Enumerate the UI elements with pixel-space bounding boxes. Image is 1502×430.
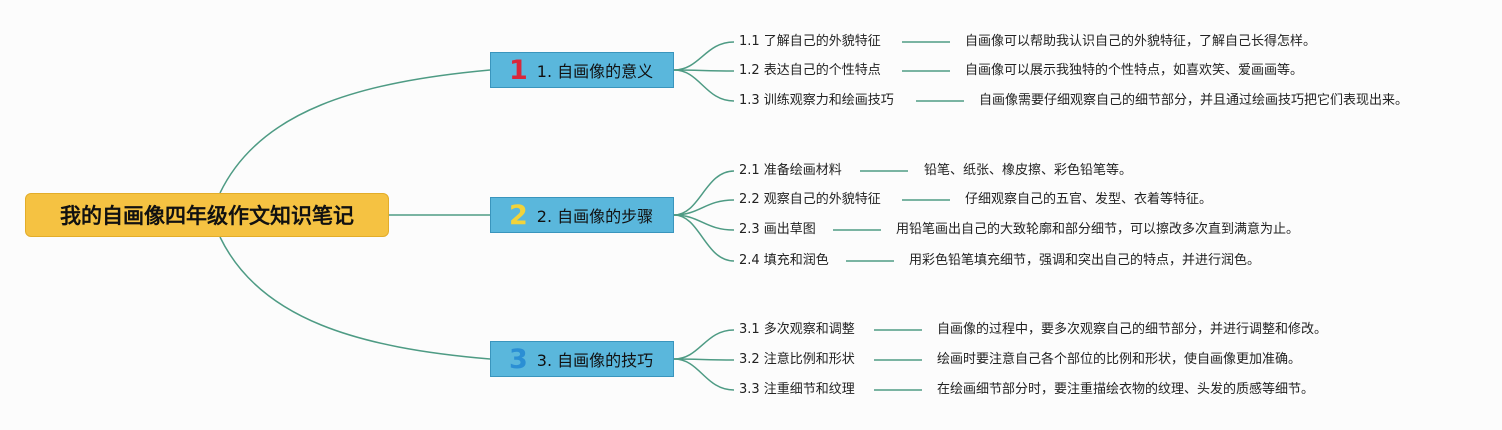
root-title: 我的自画像四年级作文知识笔记	[60, 204, 354, 228]
branch-1-to-leaf-1	[673, 41, 735, 71]
root-to-branch-1	[219, 69, 491, 194]
note-2-2[interactable]: 仔细观察自己的五官、发型、衣着等特征。	[965, 192, 1213, 207]
branch-1-to-leaf-3	[673, 69, 735, 102]
note-1-3[interactable]: 自画像需要仔细观察自己的细节部分，并且通过绘画技巧把它们表现出来。	[979, 93, 1409, 108]
branch-3-to-leaf-1	[673, 329, 735, 360]
subtopic-2-4[interactable]: 2.4 填充和润色	[739, 253, 829, 268]
subtopic-3-1[interactable]: 3.1 多次观察和调整	[739, 322, 855, 337]
branch-techniques[interactable]: 3 3. 自画像的技巧	[490, 341, 674, 377]
note-3-1[interactable]: 自画像的过程中，要多次观察自己的细节部分，并进行调整和修改。	[937, 322, 1328, 337]
root-topic[interactable]: 我的自画像四年级作文知识笔记	[25, 193, 389, 237]
subtopic-1-1[interactable]: 1.1 了解自己的外貌特征	[739, 34, 881, 49]
subtopic-1-3[interactable]: 1.3 训练观察力和绘画技巧	[739, 93, 894, 108]
subtopic-3-2[interactable]: 3.2 注意比例和形状	[739, 352, 855, 367]
branch-3-to-leaf-3	[673, 358, 735, 391]
branch-label: 3. 自画像的技巧	[536, 351, 654, 370]
note-2-4[interactable]: 用彩色铅笔填充细节，强调和突出自己的特点，并进行润色。	[909, 253, 1261, 268]
branch-label: 2. 自画像的步骤	[536, 207, 654, 226]
note-3-2[interactable]: 绘画时要注意自己各个部位的比例和形状，使自画像更加准确。	[937, 352, 1302, 367]
number-3-icon: 3	[509, 343, 528, 375]
branch-2-to-leaf-2	[673, 199, 735, 216]
root-to-branch-3	[219, 236, 491, 360]
subtopic-2-3[interactable]: 2.3 画出草图	[739, 222, 816, 237]
branch-2-to-leaf-1	[673, 170, 735, 216]
note-3-3[interactable]: 在绘画细节部分时，要注重描绘衣物的纹理、头发的质感等细节。	[937, 382, 1315, 397]
subtopic-2-1[interactable]: 2.1 准备绘画材料	[739, 163, 842, 178]
subtopic-2-2[interactable]: 2.2 观察自己的外貌特征	[739, 192, 881, 207]
note-2-1[interactable]: 铅笔、纸张、橡皮擦、彩色铅笔等。	[924, 163, 1133, 178]
subtopic-3-3[interactable]: 3.3 注重细节和纹理	[739, 382, 855, 397]
note-2-3[interactable]: 用铅笔画出自己的大致轮廓和部分细节，可以擦改多次直到满意为止。	[896, 222, 1300, 237]
number-1-icon: 1	[509, 54, 528, 86]
subtopic-1-2[interactable]: 1.2 表达自己的个性特点	[739, 63, 881, 78]
branch-label: 1. 自画像的意义	[536, 62, 654, 81]
branch-meaning[interactable]: 1 1. 自画像的意义	[490, 52, 674, 88]
note-1-2[interactable]: 自画像可以展示我独特的个性特点，如喜欢笑、爱画画等。	[965, 63, 1304, 78]
branch-steps[interactable]: 2 2. 自画像的步骤	[490, 197, 674, 233]
number-2-icon: 2	[509, 199, 528, 231]
branch-2-to-leaf-4	[673, 214, 735, 262]
note-1-1[interactable]: 自画像可以帮助我认识自己的外貌特征，了解自己长得怎样。	[965, 34, 1317, 49]
